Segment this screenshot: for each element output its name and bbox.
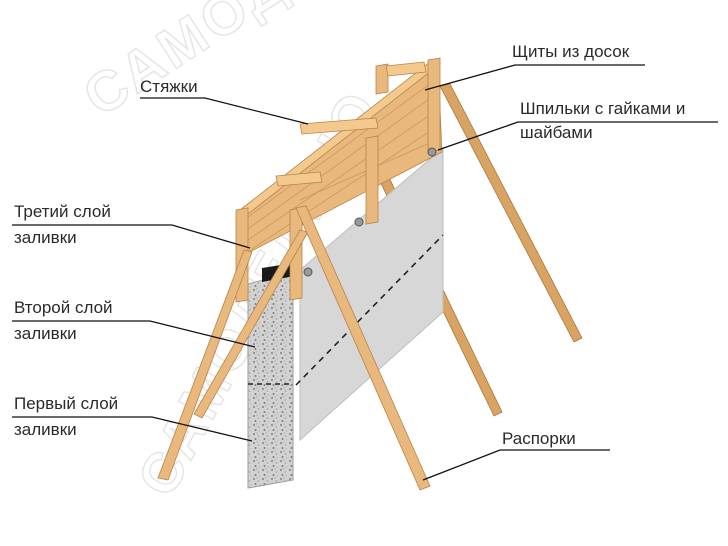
front-braces: [157, 205, 431, 491]
label-shields: Щиты из досок: [512, 42, 630, 61]
label-layer3-line1: Третий слой: [14, 202, 111, 221]
label-layer2-line2: заливки: [14, 324, 77, 343]
label-studs-line2: шайбами: [520, 123, 593, 142]
far-panel-face: [299, 146, 444, 442]
label-braces: Распорки: [502, 429, 576, 448]
label-layer2-line1: Второй слой: [14, 298, 113, 317]
ties: [275, 61, 427, 187]
studs: [303, 147, 437, 277]
label-studs-line1: Шпильки с гайками и: [520, 99, 685, 118]
label-layer1-line2: заливки: [14, 420, 77, 439]
labels: Щиты из досок Стяжки Шпильки с гайками и…: [14, 42, 685, 448]
label-layer1-line1: Первый слой: [14, 394, 118, 413]
leader-lines: [12, 64, 718, 481]
watermark-text-top: САМОДЕ: [72, 0, 333, 128]
label-ties: Стяжки: [140, 77, 198, 96]
label-layer3-line2: заливки: [14, 228, 77, 247]
